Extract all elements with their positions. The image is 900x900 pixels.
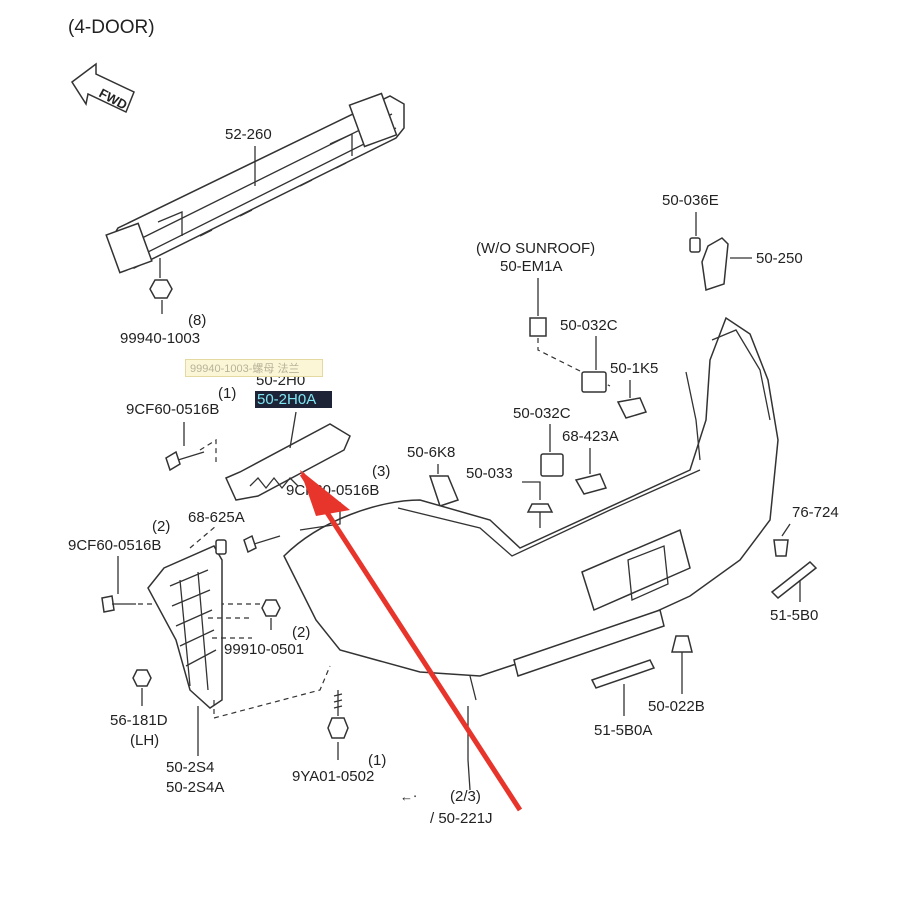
label-76-724: 76-724	[792, 504, 839, 521]
fwd-arrow-icon: FWD	[70, 62, 135, 114]
screw-68-625A-icon	[243, 534, 281, 554]
label-50-022B: 50-022B	[648, 698, 705, 715]
bracket-50-2H0	[225, 423, 351, 501]
rear-bumper-fascia	[283, 316, 779, 701]
label-LH: (LH)	[130, 732, 159, 749]
label-50-1K5: 50-1K5	[610, 360, 658, 377]
label-9YA01-0502: 9YA01-0502	[292, 768, 374, 785]
label-99910-0501-qty: (2)	[292, 624, 310, 641]
side-bracket-50-2S4	[147, 539, 227, 709]
seal-50-EM1A-icon	[529, 317, 547, 337]
label-wo-sunroof: (W/O SUNROOF)	[476, 240, 595, 257]
label-68-423A: 68-423A	[562, 428, 619, 445]
label-50-2S4: 50-2S4	[166, 759, 214, 776]
bolt-9CF60-lower-icon	[101, 595, 136, 613]
label-50-033: 50-033	[466, 465, 513, 482]
bolt-9YA01-0502-icon	[327, 690, 349, 739]
reflector-51-5B0-icon	[770, 560, 818, 600]
diagram-title: (4-DOOR)	[68, 17, 155, 38]
label-9CF60-0516B-upper-qty: (1)	[218, 385, 236, 402]
label-52-260: 52-260	[225, 126, 272, 143]
label-50-6K8: 50-6K8	[407, 444, 455, 461]
label-9CF60-0516B-lower: 9CF60-0516B	[68, 537, 161, 554]
clip-50-022B-icon	[671, 635, 693, 672]
label-2-3: (2/3)	[450, 788, 481, 805]
label-99940-1003: 99940-1003	[120, 330, 200, 347]
label-50-032C-upper: 50-032C	[560, 317, 618, 334]
label-9CF60-0516B-mid-qty: (3)	[372, 463, 390, 480]
label-9CF60-0516B-upper: 9CF60-0516B	[126, 401, 219, 418]
label-68-625A: 68-625A	[188, 509, 245, 526]
clip-76-724-icon	[773, 539, 789, 557]
label-50-221J: / 50-221J	[430, 810, 493, 827]
flange-nut-icon	[149, 258, 173, 299]
clip-68-423A-icon	[574, 473, 608, 495]
label-56-181D: 56-181D	[110, 712, 168, 729]
overlay-label-50-2H0A: 50-2H0A	[255, 391, 332, 408]
bolt-9CF60-upper-icon	[165, 450, 205, 472]
bumper-reinforcement-52-260	[105, 92, 405, 274]
red-arrow-annotation	[299, 470, 523, 812]
label-50-EM1A: 50-EM1A	[500, 258, 563, 275]
label-9CF60-0516B-lower-qty: (2)	[152, 518, 170, 535]
clip-50-1K5-icon	[616, 397, 648, 419]
label-50-036E: 50-036E	[662, 192, 719, 209]
label-50-250: 50-250	[756, 250, 803, 267]
label-51-5B0: 51-5B0	[770, 607, 818, 624]
overlay-label-faint: 99940-1003-螺母 法兰	[185, 359, 323, 377]
glyph-ref-icon: ←‧	[400, 789, 417, 804]
nut-99910-0501-icon	[261, 599, 281, 617]
label-99910-0501: 99910-0501	[224, 641, 304, 658]
reflector-51-5B0A-icon	[590, 659, 656, 689]
label-50-032C-lower: 50-032C	[513, 405, 571, 422]
bracket-50-6K8-icon	[428, 475, 460, 507]
screw-50-033-icon	[526, 503, 554, 528]
bracket-50-250-icon	[701, 237, 729, 291]
label-51-5B0A: 51-5B0A	[594, 722, 652, 739]
label-99940-1003-qty: (8)	[188, 312, 206, 329]
label-9YA01-0502-qty: (1)	[368, 752, 386, 769]
clip-50-036E-icon	[689, 237, 701, 253]
label-50-2S4A: 50-2S4A	[166, 779, 224, 796]
nut-56-181D-icon	[132, 669, 152, 687]
retainer-50-032C-upper-icon	[581, 371, 607, 393]
retainer-50-032C-lower-icon	[540, 453, 564, 477]
